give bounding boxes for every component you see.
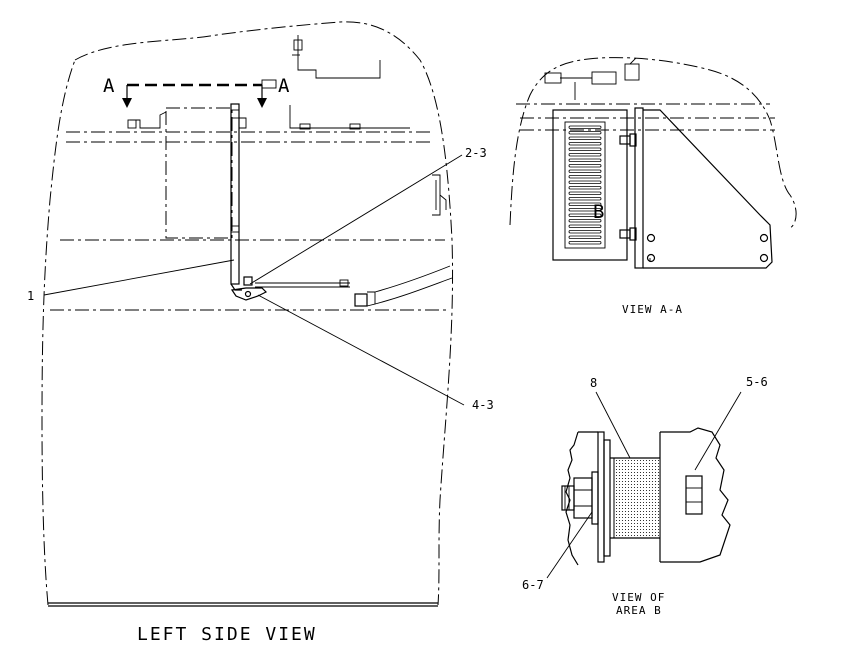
- radiator-fin: [568, 191, 602, 195]
- callout-6-7: 6-7: [522, 578, 544, 592]
- radiator-fin: [568, 235, 602, 239]
- callout-5-6: 5-6: [746, 375, 768, 389]
- radiator-fin: [568, 125, 602, 129]
- radiator-fin: [568, 180, 602, 184]
- section-mark-left: A: [103, 75, 115, 97]
- radiator-fin: [568, 153, 602, 157]
- detail-mark-b: B: [593, 201, 604, 223]
- main-break-outline: [41, 21, 454, 606]
- left-side-view-title: LEFT SIDE VIEW: [137, 624, 317, 645]
- radiator-fin: [568, 131, 602, 135]
- view-area-b-title-line1: VIEW OF: [612, 591, 665, 604]
- bracket-plate: [230, 103, 240, 285]
- radiator-fin: [568, 241, 602, 245]
- callout-2-3: 2-3: [465, 146, 487, 160]
- callout-4-3: 4-3: [472, 398, 494, 412]
- view-a-a: B VIEW A-A: [509, 57, 797, 316]
- view-area-b-title-line2: AREA B: [616, 604, 662, 617]
- core-insert: [613, 457, 661, 539]
- radiator-fin: [568, 197, 602, 201]
- radiator-fin: [568, 164, 602, 168]
- callout-8: 8: [590, 376, 597, 390]
- radiator-fin: [568, 169, 602, 173]
- radiator-fin: [568, 219, 602, 223]
- radiator-fin: [568, 230, 602, 234]
- view-a-a-title: VIEW A-A: [622, 303, 683, 316]
- radiator-fin: [568, 136, 602, 140]
- radiator-fin: [568, 202, 602, 206]
- radiator-fin: [568, 186, 602, 190]
- callout-1: 1: [27, 289, 34, 303]
- radiator-panel: [552, 109, 628, 261]
- radiator-fin: [568, 224, 602, 228]
- section-mark-right: A: [278, 75, 290, 97]
- view-of-area-b: 8 5-6 6-7 VIEW OF AREA B: [522, 375, 768, 617]
- left-side-view: A A 1 2-3 4-3 LEFT SIDE VIEW: [27, 21, 494, 645]
- radiator-fin: [568, 147, 602, 151]
- radiator-fin: [568, 175, 602, 179]
- radiator-fin: [568, 213, 602, 217]
- radiator-fin: [568, 208, 602, 212]
- radiator-fin: [568, 158, 602, 162]
- radiator-fin: [568, 142, 602, 146]
